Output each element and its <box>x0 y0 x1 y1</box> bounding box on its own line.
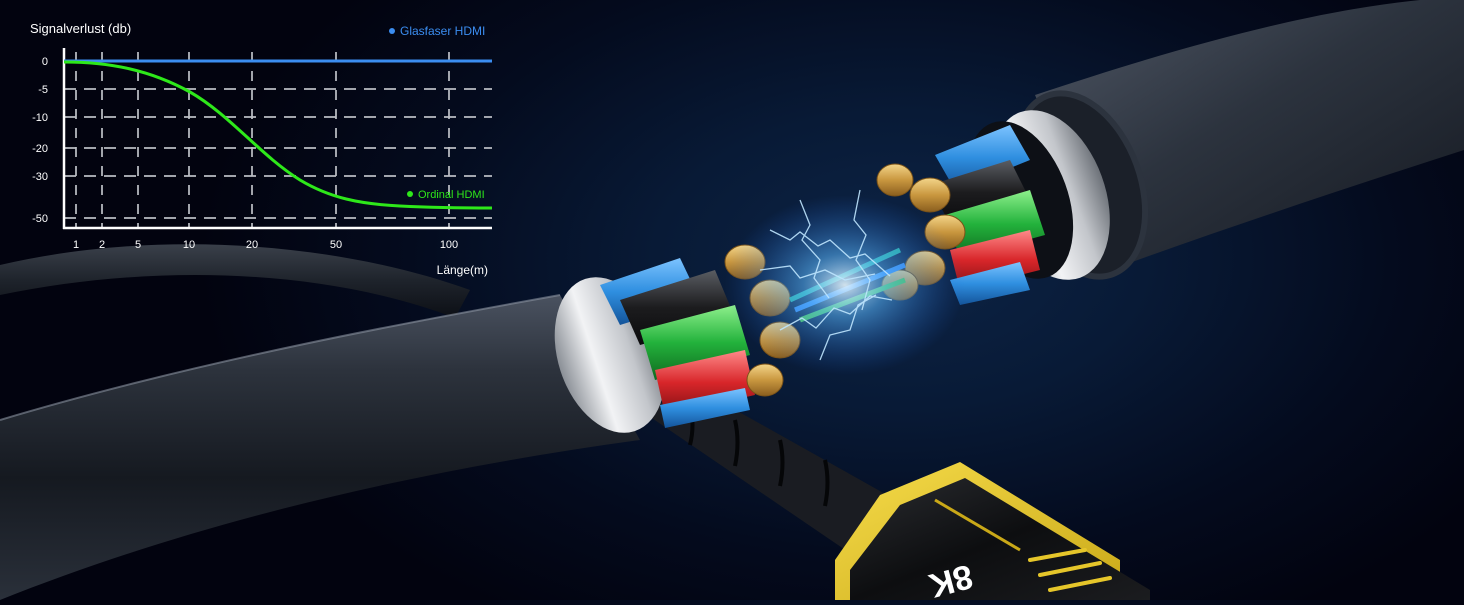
grid-vertical <box>75 52 450 228</box>
svg-text:5: 5 <box>135 239 141 251</box>
svg-text:-50: -50 <box>32 213 48 225</box>
legend-dot-ordinal <box>407 191 413 197</box>
chart-title: Signalverlust (db) <box>30 21 131 36</box>
svg-text:50: 50 <box>330 239 342 251</box>
x-tick-labels: 1 2 5 10 20 50 100 <box>73 239 458 251</box>
svg-text:20: 20 <box>246 239 258 251</box>
strain-relief <box>640 390 905 560</box>
svg-text:0: 0 <box>42 56 48 68</box>
legend-ordinal: Ordinal HDMI <box>418 189 485 201</box>
legend-dot-glasfaser <box>389 28 395 34</box>
signal-loss-chart: Signalverlust (db) 0 -5 -10 -20 -30 -50 … <box>0 0 520 290</box>
svg-text:-20: -20 <box>32 143 48 155</box>
electric-spark-glow <box>725 195 965 375</box>
svg-text:2: 2 <box>99 239 105 251</box>
svg-text:-5: -5 <box>38 84 48 96</box>
cable-left-jacket <box>0 295 640 600</box>
legend-glasfaser: Glasfaser HDMI <box>400 24 485 38</box>
x-axis-label: Länge(m) <box>437 263 488 277</box>
svg-text:100: 100 <box>440 239 458 251</box>
cable-loop-back <box>0 244 470 318</box>
svg-text:1: 1 <box>73 239 79 251</box>
grid-horizontal <box>64 88 492 219</box>
svg-text:10: 10 <box>183 239 195 251</box>
svg-text:-30: -30 <box>32 171 48 183</box>
svg-text:-10: -10 <box>32 112 48 124</box>
series-line-ordinal <box>63 60 493 210</box>
hdmi-connector: 8K <box>835 462 1150 605</box>
y-tick-labels: 0 -5 -10 -20 -30 -50 <box>32 56 48 225</box>
lightning-bolts <box>759 189 893 361</box>
